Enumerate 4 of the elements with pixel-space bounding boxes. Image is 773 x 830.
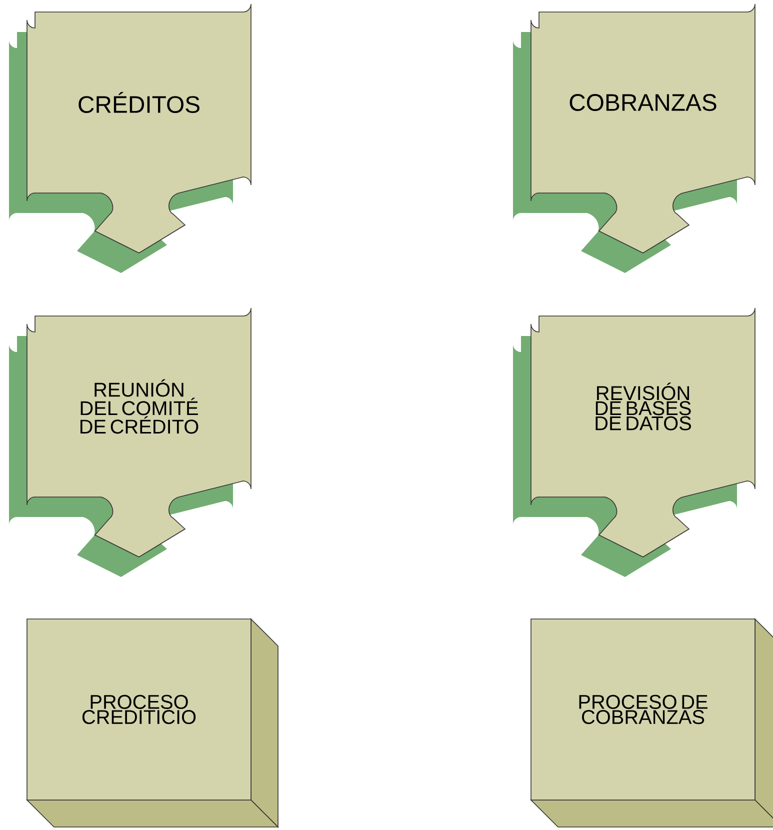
arrow-callout: CRÉDITOS [9,4,252,273]
arrow-callout: COBRANZAS [513,4,756,273]
arrow-callout: REVISIÓN DE BASES DE DATOS [513,308,756,577]
arrow-callout: REUNIÓN DEL COMITÉ DE CRÉDITO [9,308,252,577]
